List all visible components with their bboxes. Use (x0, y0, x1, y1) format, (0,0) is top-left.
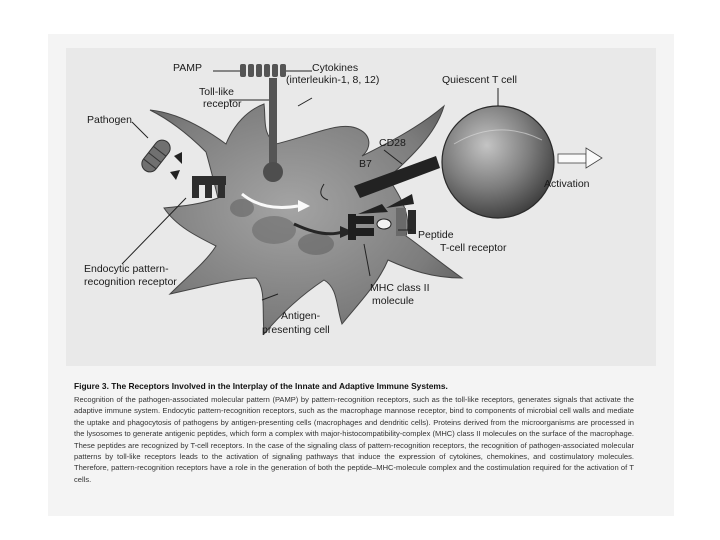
figure-caption-title: Figure 3. The Receptors Involved in the … (74, 381, 644, 391)
toll-like-receptor (269, 78, 277, 164)
pathogen-fragment (174, 152, 182, 164)
toll-like-label: Toll-like (199, 86, 234, 98)
apc-label-2: presenting cell (262, 324, 330, 336)
pamp-label: PAMP (173, 62, 202, 74)
mhc-molecule-label: molecule (372, 295, 414, 307)
cytokines-label: Cytokines (312, 62, 358, 74)
quiescent-t-cell (442, 106, 554, 218)
t-cell-receptor-label: T-cell receptor (440, 242, 507, 254)
pamp-beads (240, 64, 286, 77)
cd28-label: CD28 (379, 137, 406, 149)
endocytic-receptor-label: Endocytic pattern- (84, 263, 169, 275)
activation-label: Activation (544, 178, 590, 190)
apc-label: Antigen- (281, 310, 320, 322)
endocytic-receptor (192, 176, 226, 198)
figure-illustration: PAMP Cytokines (interleukin-1, 8, 12) Qu… (66, 48, 656, 366)
peptide-icon (377, 219, 391, 229)
t-cell-receptor (396, 208, 416, 236)
pathogen (139, 137, 174, 175)
figure-caption-body: Recognition of the pathogen-associated m… (74, 394, 634, 485)
vesicle (230, 199, 254, 217)
vesicle (298, 233, 334, 255)
lysosome (252, 216, 296, 244)
cytokines-detail-label: (interleukin-1, 8, 12) (286, 74, 379, 86)
peptide-label: Peptide (418, 229, 454, 241)
mhc-class-ii-label: MHC class II (370, 282, 430, 294)
quiescent-t-cell-label: Quiescent T cell (442, 74, 517, 86)
toll-receptor-label: receptor (203, 98, 242, 110)
b7-label: B7 (359, 158, 372, 170)
activation-arrow (558, 154, 586, 163)
immune-diagram (66, 48, 656, 366)
endocytic-receptor-label-2: recognition receptor (84, 276, 177, 288)
pathogen-fragment (170, 170, 180, 180)
pathogen-label: Pathogen (87, 114, 132, 126)
toll-receptor-base (263, 162, 283, 182)
